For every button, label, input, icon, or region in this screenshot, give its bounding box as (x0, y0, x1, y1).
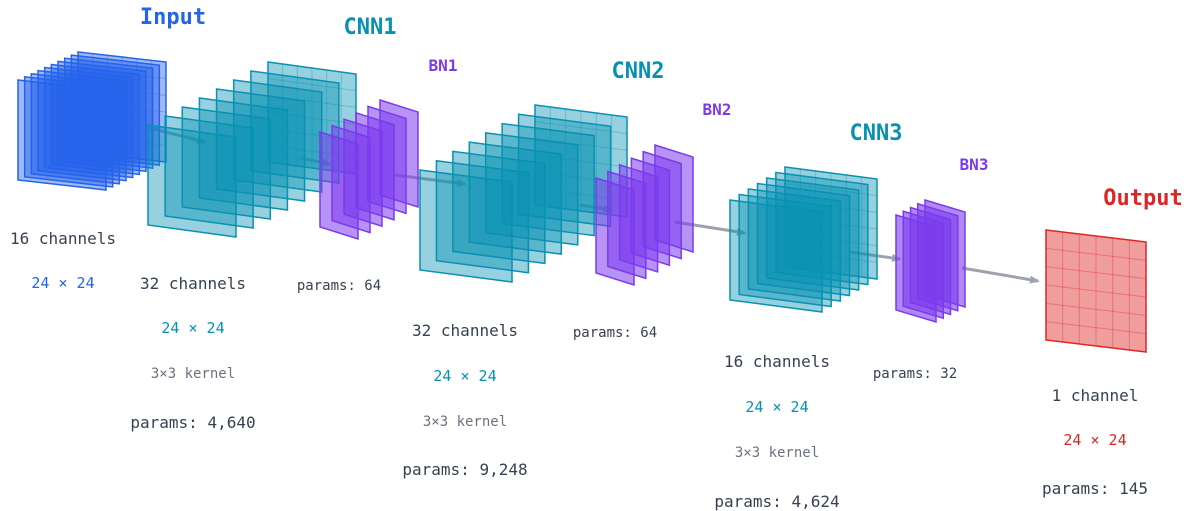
output-params: params: 145 (1042, 479, 1148, 498)
input-feature-map (37, 69, 127, 182)
output-channels: 1 channel (1051, 386, 1139, 405)
cnn2-feature-map (435, 159, 530, 274)
input-feature-map (17, 79, 107, 191)
bn3-stack (895, 198, 966, 324)
input-grid-line (77, 134, 167, 146)
cnn1-stack (147, 61, 357, 238)
output-grid-line (1045, 302, 1147, 316)
cnn1-params: params: 4,640 (130, 413, 256, 432)
cnn1-feature-map (198, 97, 289, 211)
arrow-bn3-output (961, 266, 1040, 284)
cnn3-channels: 16 channels (724, 352, 830, 371)
cnn3-grid-line (784, 183, 878, 197)
cnn3-stack (729, 166, 878, 313)
bn2-title: BN2 (702, 100, 732, 119)
input-feature-map (30, 72, 121, 185)
cnn1-kernel: 3×3 kernel (150, 366, 236, 382)
bn1-title: BN1 (428, 56, 458, 75)
cnn1-channels: 32 channels (140, 274, 246, 293)
cnn2-kernel: 3×3 kernel (422, 414, 508, 430)
cnn2-feature-map (501, 122, 595, 237)
output-grid-line (1045, 284, 1147, 298)
output-grid-line (1045, 247, 1147, 261)
input-grid-line (77, 118, 167, 130)
input-feature-map (70, 54, 161, 166)
cnn3-params: params: 4,624 (714, 492, 840, 511)
cnn3-grid-line (784, 199, 878, 213)
cnn2-dims: 24 × 24 (433, 367, 497, 385)
cnn2-feature-map (452, 150, 546, 265)
output-feature-map (1045, 229, 1147, 353)
bn1-stack (319, 98, 419, 241)
input-grid-line (77, 68, 167, 80)
cnn3-kernel: 3×3 kernel (734, 445, 820, 461)
output-grid-line (1045, 266, 1147, 280)
input-feature-map (57, 60, 147, 173)
bn1-feature-map (379, 98, 419, 209)
input-feature-map (50, 63, 141, 176)
input-title: Input (139, 5, 207, 30)
cnn1-grid-line (267, 78, 357, 92)
cnn1-grid-line (267, 111, 357, 125)
cnn1-title: CNN1 (343, 15, 397, 40)
cnn1-feature-map (215, 88, 306, 202)
cnn3-feature-map (756, 182, 851, 297)
output-title: Output (1103, 186, 1183, 211)
input-dims: 24 × 24 (31, 274, 95, 292)
bn3-feature-map (924, 198, 966, 309)
cnn3-feature-map (747, 188, 842, 302)
cnn3-dims: 24 × 24 (745, 398, 809, 416)
cnn3-grid-line (784, 233, 878, 247)
cnn2-channels: 32 channels (412, 321, 518, 340)
output-dims: 24 × 24 (1063, 431, 1127, 449)
cnn3-grid-line (784, 216, 878, 230)
cnn3-title: CNN3 (849, 121, 903, 146)
cnn2-feature-map (468, 141, 563, 255)
cnn2-title: CNN2 (611, 59, 665, 84)
bn2-stack (595, 143, 694, 287)
cnn1-grid-line (267, 94, 357, 108)
input-stack (17, 51, 167, 191)
input-feature-map (23, 76, 114, 188)
bn3-title: BN3 (959, 155, 989, 174)
input-grid-line (77, 101, 167, 113)
cnn2-grid-line (534, 137, 628, 151)
cnn3-feature-map (765, 177, 860, 291)
cnn3-feature-map (775, 171, 869, 286)
input-feature-map (43, 66, 134, 179)
cnn1-feature-map (181, 106, 272, 220)
cnn2-feature-map (419, 169, 513, 283)
cnn3-feature-map (784, 166, 878, 280)
output-grid-line (1045, 321, 1147, 335)
input-feature-map (77, 51, 167, 163)
cnn1-feature-map (164, 115, 254, 229)
bn3-params: params: 32 (872, 366, 958, 382)
output-stack (1045, 229, 1147, 353)
cnn2-grid-line (534, 154, 628, 168)
input-channels: 16 channels (10, 229, 116, 248)
cnn1-feature-map (147, 124, 237, 238)
cnn2-params: params: 9,248 (402, 460, 528, 479)
bn2-feature-map (654, 143, 694, 254)
bn1-params: params: 64 (296, 278, 382, 294)
cnn1-dims: 24 × 24 (161, 319, 225, 337)
cnn2-feature-map (484, 132, 579, 246)
input-grid-line (77, 84, 167, 96)
bn2-params: params: 64 (572, 325, 658, 341)
cnn2-grid-line (534, 121, 628, 135)
cnn3-grid-line (784, 249, 878, 263)
input-feature-map (63, 57, 154, 170)
